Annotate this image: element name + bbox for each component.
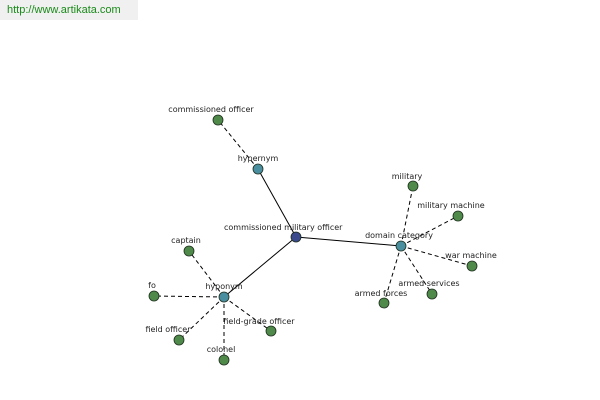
- node-field-officer[interactable]: [173, 334, 185, 346]
- node-colonel[interactable]: [218, 354, 230, 366]
- node-label-armed-services[interactable]: armed services: [398, 279, 459, 288]
- node-captain[interactable]: [183, 245, 195, 257]
- node-military[interactable]: [407, 180, 419, 192]
- node-field-grade[interactable]: [265, 325, 277, 337]
- edge-hyponym-field_grade: [223, 296, 272, 332]
- node-label-hypernym[interactable]: hypernym: [238, 154, 279, 163]
- node-center[interactable]: [290, 231, 302, 243]
- node-label-military[interactable]: military: [392, 172, 423, 181]
- node-label-armed-forces[interactable]: armed forces: [355, 289, 408, 298]
- node-label-field-grade[interactable]: field-grade officer: [223, 317, 295, 326]
- edge-center-domain: [295, 236, 402, 247]
- node-label-center[interactable]: commissioned military officer: [224, 223, 343, 232]
- edge-domain-armed_forces: [383, 245, 402, 304]
- node-label-comm-officer[interactable]: commissioned officer: [168, 105, 254, 114]
- edge-hyponym-captain: [188, 250, 225, 298]
- node-hypernym[interactable]: [252, 163, 264, 175]
- node-label-colonel[interactable]: colonel: [207, 345, 236, 354]
- edge-domain-military: [400, 185, 414, 247]
- edge-hyponym-fo: [153, 295, 225, 298]
- node-armed-services[interactable]: [426, 288, 438, 300]
- node-hyponym[interactable]: [218, 291, 230, 303]
- edge-center-hyponym: [223, 236, 297, 298]
- edge-domain-mil_machine: [400, 215, 459, 247]
- node-comm-officer[interactable]: [212, 114, 224, 126]
- edge-hyponym-field_officer: [178, 296, 225, 341]
- edge-hypernym-comm_officer: [217, 119, 259, 170]
- edge-domain-war_machine: [400, 245, 473, 267]
- edges-layer: [153, 119, 473, 360]
- node-fo[interactable]: [148, 290, 160, 302]
- site-url-link[interactable]: http://www.artikata.com: [0, 0, 138, 20]
- node-domain[interactable]: [395, 240, 407, 252]
- node-label-domain[interactable]: domain category: [365, 231, 433, 240]
- node-label-field-officer[interactable]: field officer: [145, 325, 191, 334]
- nodes-layer: [148, 114, 478, 366]
- node-label-hyponym[interactable]: hyponym: [205, 282, 243, 291]
- node-war-machine[interactable]: [466, 260, 478, 272]
- edge-domain-armed_services: [400, 245, 433, 295]
- edge-center-hypernym: [257, 168, 297, 238]
- node-mil-machine[interactable]: [452, 210, 464, 222]
- labels-layer: commissioned military officer hypernym hyp…: [145, 105, 496, 354]
- node-armed-forces[interactable]: [378, 297, 390, 309]
- node-label-captain[interactable]: captain: [171, 236, 201, 245]
- node-label-fo[interactable]: fo: [148, 281, 156, 290]
- node-label-war-machine[interactable]: war machine: [445, 251, 497, 260]
- node-label-mil-machine[interactable]: military machine: [417, 201, 485, 210]
